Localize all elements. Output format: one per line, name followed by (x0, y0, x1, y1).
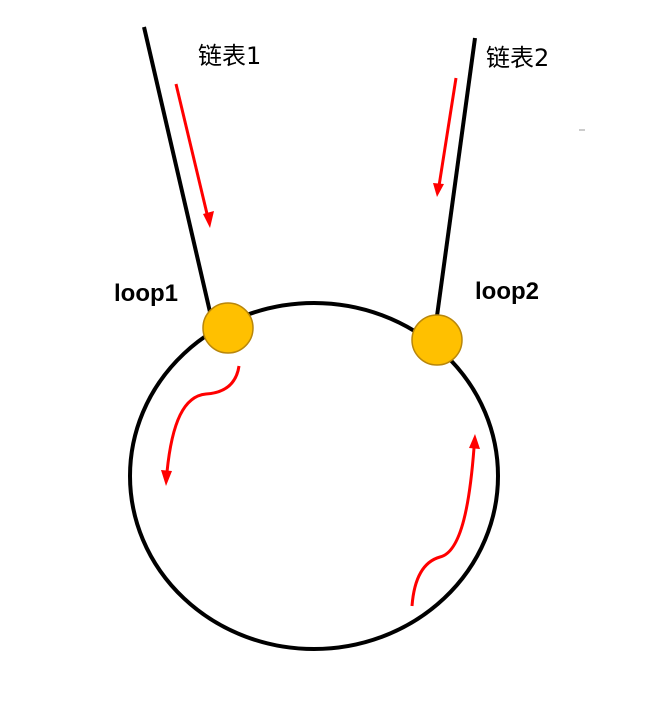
list2-direction-arrow (433, 77, 458, 197)
loop1-node (202, 302, 254, 354)
loop-left-curved-arrow (161, 365, 241, 486)
loop-circle (128, 301, 500, 651)
loop1-label: loop1 (114, 280, 178, 307)
list1-direction-arrow (174, 83, 214, 228)
list2-tail-line (435, 37, 477, 317)
list1-tail-line (142, 26, 212, 313)
loop-right-curved-arrow (410, 434, 480, 607)
loop2-node (411, 314, 463, 366)
list1-label: 链表1 (198, 42, 262, 70)
loop2-label: loop2 (475, 278, 539, 305)
list2-label: 链表2 (486, 44, 550, 72)
